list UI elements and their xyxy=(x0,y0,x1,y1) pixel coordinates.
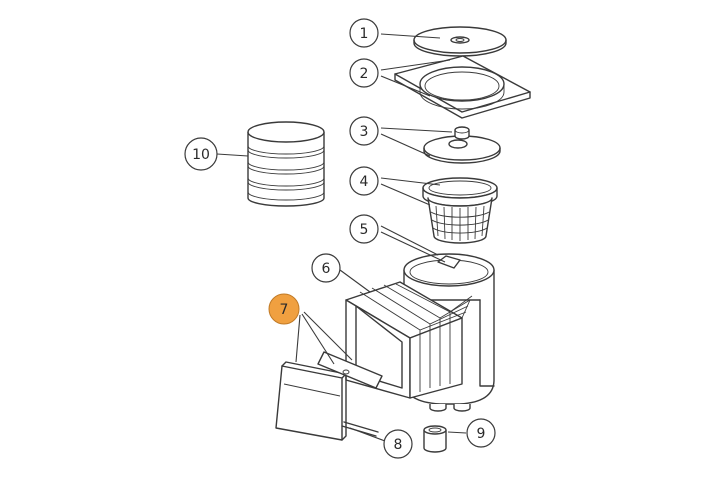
callout-3: 3 xyxy=(349,116,379,146)
callout-7: 7 xyxy=(268,293,300,325)
svg-text:1: 1 xyxy=(360,26,369,42)
part-1-lid xyxy=(413,26,507,57)
callout-2: 2 xyxy=(349,58,379,88)
part-9-fitting xyxy=(423,425,447,453)
svg-text:8: 8 xyxy=(394,437,403,453)
callout-10: 10 xyxy=(184,137,218,171)
svg-text:4: 4 xyxy=(360,174,369,190)
callout-9: 9 xyxy=(466,418,496,448)
svg-text:5: 5 xyxy=(360,222,369,238)
svg-text:9: 9 xyxy=(477,426,486,442)
part-8-rod xyxy=(341,421,379,437)
part-4-basket xyxy=(422,177,498,244)
part-3-float xyxy=(423,126,501,164)
callout-5: 5 xyxy=(349,214,379,244)
svg-text:2: 2 xyxy=(360,66,369,82)
callout-1: 1 xyxy=(349,18,379,48)
leader-lines xyxy=(216,33,467,442)
svg-text:7: 7 xyxy=(280,302,289,318)
part-10-cylinder xyxy=(247,121,325,207)
part-2-collar xyxy=(394,55,531,119)
callout-6: 6 xyxy=(311,253,341,283)
svg-text:10: 10 xyxy=(192,147,210,163)
svg-text:6: 6 xyxy=(322,261,331,277)
callout-8: 8 xyxy=(383,429,413,459)
callout-4: 4 xyxy=(349,166,379,196)
part-7-weir xyxy=(275,351,383,441)
svg-text:3: 3 xyxy=(360,124,369,140)
